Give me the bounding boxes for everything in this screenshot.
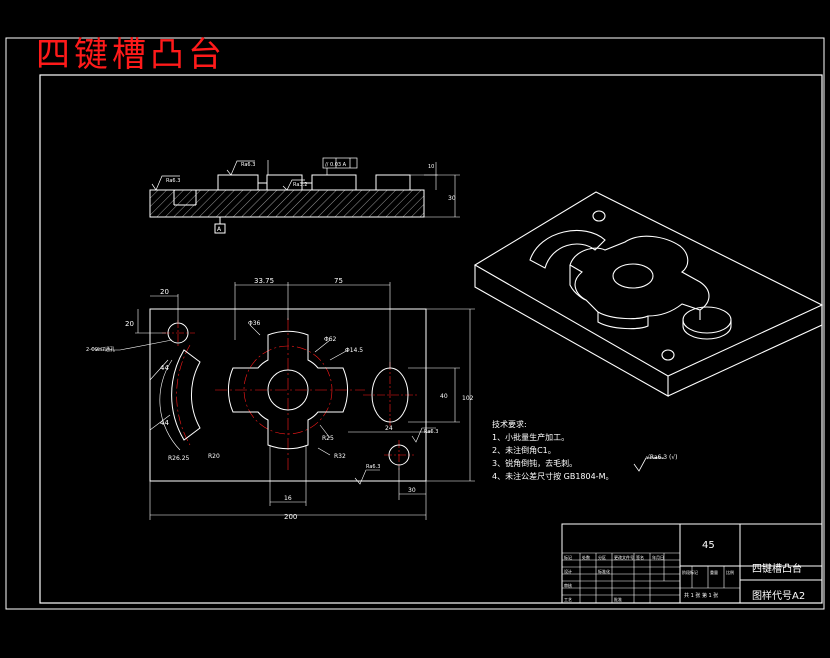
tb-label-mark: 标记 bbox=[564, 555, 572, 560]
dim-102: 102 bbox=[462, 395, 474, 402]
inner-frame bbox=[39, 74, 823, 604]
ra-4: Ra6.3 bbox=[366, 464, 380, 470]
dim-75: 75 bbox=[334, 277, 343, 285]
dim-d62: Φ62 bbox=[324, 336, 337, 343]
note-item-3: 3、锐角倒钝，去毛刺。 bbox=[492, 459, 578, 468]
tb-label-count: 处数 bbox=[582, 555, 590, 560]
dim-200: 200 bbox=[284, 513, 297, 521]
dim-d36: Φ36 bbox=[248, 320, 261, 327]
plan-view bbox=[95, 282, 475, 520]
dim-16: 16 bbox=[284, 495, 292, 502]
ra-5: Ra6.3 bbox=[424, 429, 438, 435]
datum-a: A bbox=[217, 226, 222, 233]
tb-label-stage: 阶段标记 bbox=[682, 570, 698, 575]
dim-holes: 2-Φ9H7通孔 bbox=[86, 346, 115, 353]
dim-20-left: 20 bbox=[125, 320, 134, 328]
ra-3: Ra3.2 bbox=[293, 182, 307, 188]
tb-label-review: 审核 bbox=[564, 583, 572, 588]
notes-heading: 技术要求: bbox=[492, 420, 527, 429]
title-block bbox=[561, 523, 823, 604]
ra-1: Ra6.3 bbox=[166, 178, 180, 184]
isometric-view bbox=[473, 191, 824, 397]
dim-r32: R32 bbox=[334, 453, 346, 460]
tb-label-design: 设计 bbox=[564, 569, 572, 574]
tb-sheet-info: 共 1 张 第 1 张 bbox=[684, 593, 719, 599]
dim-33-75: 33.75 bbox=[254, 277, 274, 285]
tb-label-scale: 比例 bbox=[726, 570, 734, 575]
dimension-labels: 20 20 33.75 75 2-Φ9H7通孔 44 44 R26.25 R20… bbox=[86, 162, 474, 521]
dim-44a: 44 bbox=[160, 364, 169, 372]
note-item-2: 2、未注倒角C1。 bbox=[492, 446, 556, 455]
material: 45 bbox=[702, 540, 715, 551]
drawing-title: 四键槽凸台 bbox=[36, 35, 226, 75]
note-item-4: 4、未注公差尺寸按 GB1804-M。 bbox=[492, 472, 614, 481]
tb-label-process: 工艺 bbox=[564, 597, 572, 602]
dim-r25: R25 bbox=[322, 435, 334, 442]
dim-40: 40 bbox=[440, 393, 448, 400]
dim-d14-5: Φ14.5 bbox=[345, 347, 363, 354]
dim-30: 30 bbox=[408, 487, 416, 494]
tb-label-date: 年月日 bbox=[652, 555, 664, 560]
dim-10: 10 bbox=[428, 164, 434, 170]
dim-r26: R26.25 bbox=[168, 455, 190, 462]
drawing-number: 图样代号A2 bbox=[752, 591, 806, 602]
section-view bbox=[149, 157, 460, 234]
part-name: 四键槽凸台 bbox=[752, 564, 802, 575]
dim-44b: 44 bbox=[160, 419, 169, 427]
note-item-1: 1、小批量生产加工。 bbox=[492, 433, 570, 442]
ra-2: Ra6.3 bbox=[241, 162, 255, 168]
dim-20-top: 20 bbox=[160, 288, 169, 296]
tb-label-approve: 批准 bbox=[614, 597, 622, 602]
tb-label-sign: 签名 bbox=[636, 555, 644, 560]
tb-label-weight: 重量 bbox=[710, 570, 718, 575]
roughness-symbol bbox=[633, 457, 664, 472]
dim-24: 24 bbox=[385, 425, 393, 432]
tb-label-standard: 标准化 bbox=[598, 569, 610, 574]
dim-r20: R20 bbox=[208, 453, 220, 460]
dim-30-side: 30 bbox=[448, 195, 456, 202]
outer-frame bbox=[5, 37, 825, 610]
technical-notes: 技术要求: 1、小批量生产加工。 2、未注倒角C1。 3、锐角倒钝，去毛刺。 4… bbox=[492, 418, 613, 483]
tb-label-zone: 分区 bbox=[598, 555, 606, 560]
roughness-note: √Ra6.3 (√) bbox=[646, 454, 678, 461]
flatness-frame: // 0.03 A bbox=[325, 162, 347, 168]
tb-label-change: 更改文件号 bbox=[614, 555, 634, 560]
